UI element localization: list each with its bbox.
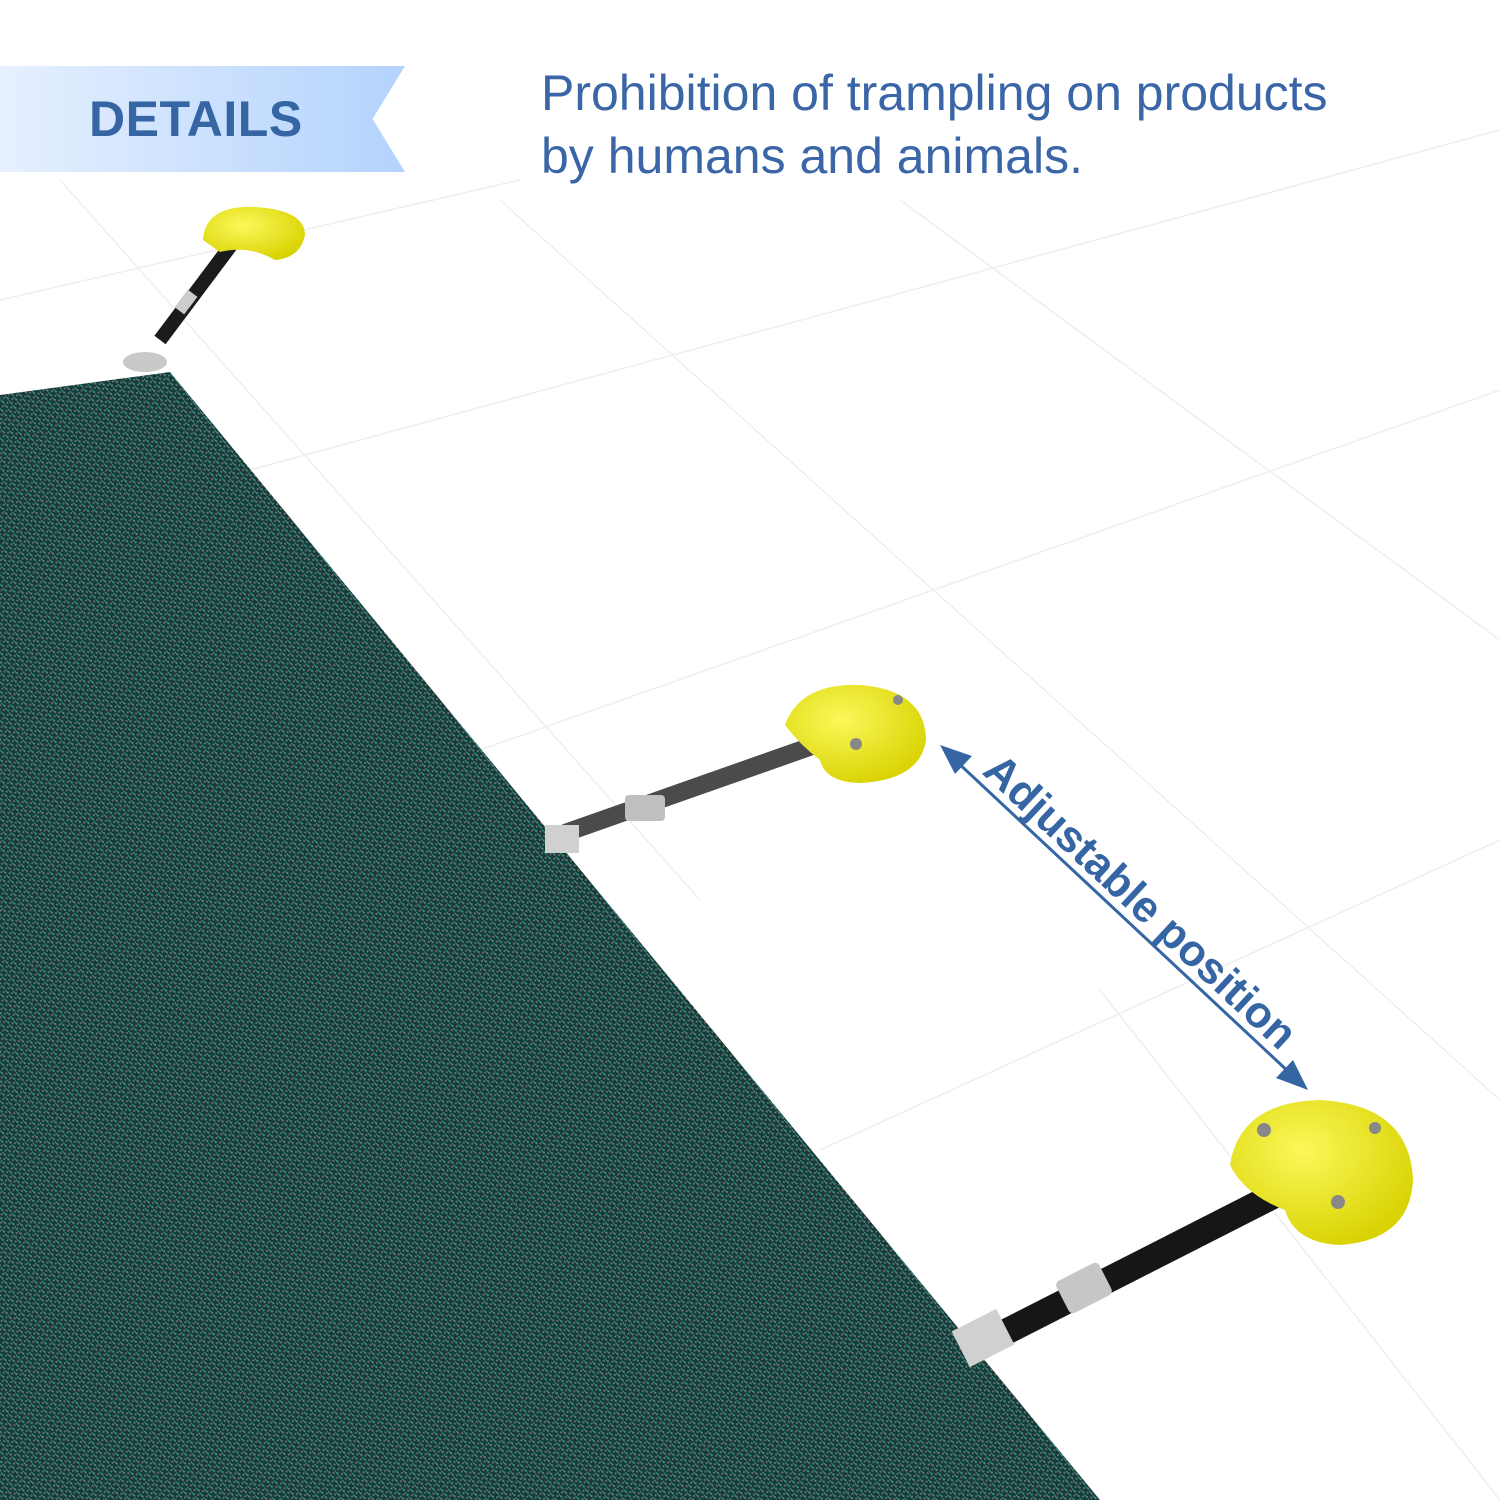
anchor-top (123, 206, 305, 372)
details-banner (0, 66, 405, 172)
headline-line-2: by humans and animals. (541, 128, 1083, 184)
safety-cover-mesh (0, 372, 1100, 1500)
floor-grid (0, 129, 1500, 1500)
headline: Prohibition of trampling on products by … (541, 62, 1441, 188)
details-banner-label: DETAILS (89, 91, 303, 147)
adjustment-arrow (940, 745, 1308, 1090)
anchor-bottom (951, 1100, 1413, 1368)
anchor-middle (545, 684, 926, 853)
headline-line-1: Prohibition of trampling on products (541, 65, 1328, 121)
